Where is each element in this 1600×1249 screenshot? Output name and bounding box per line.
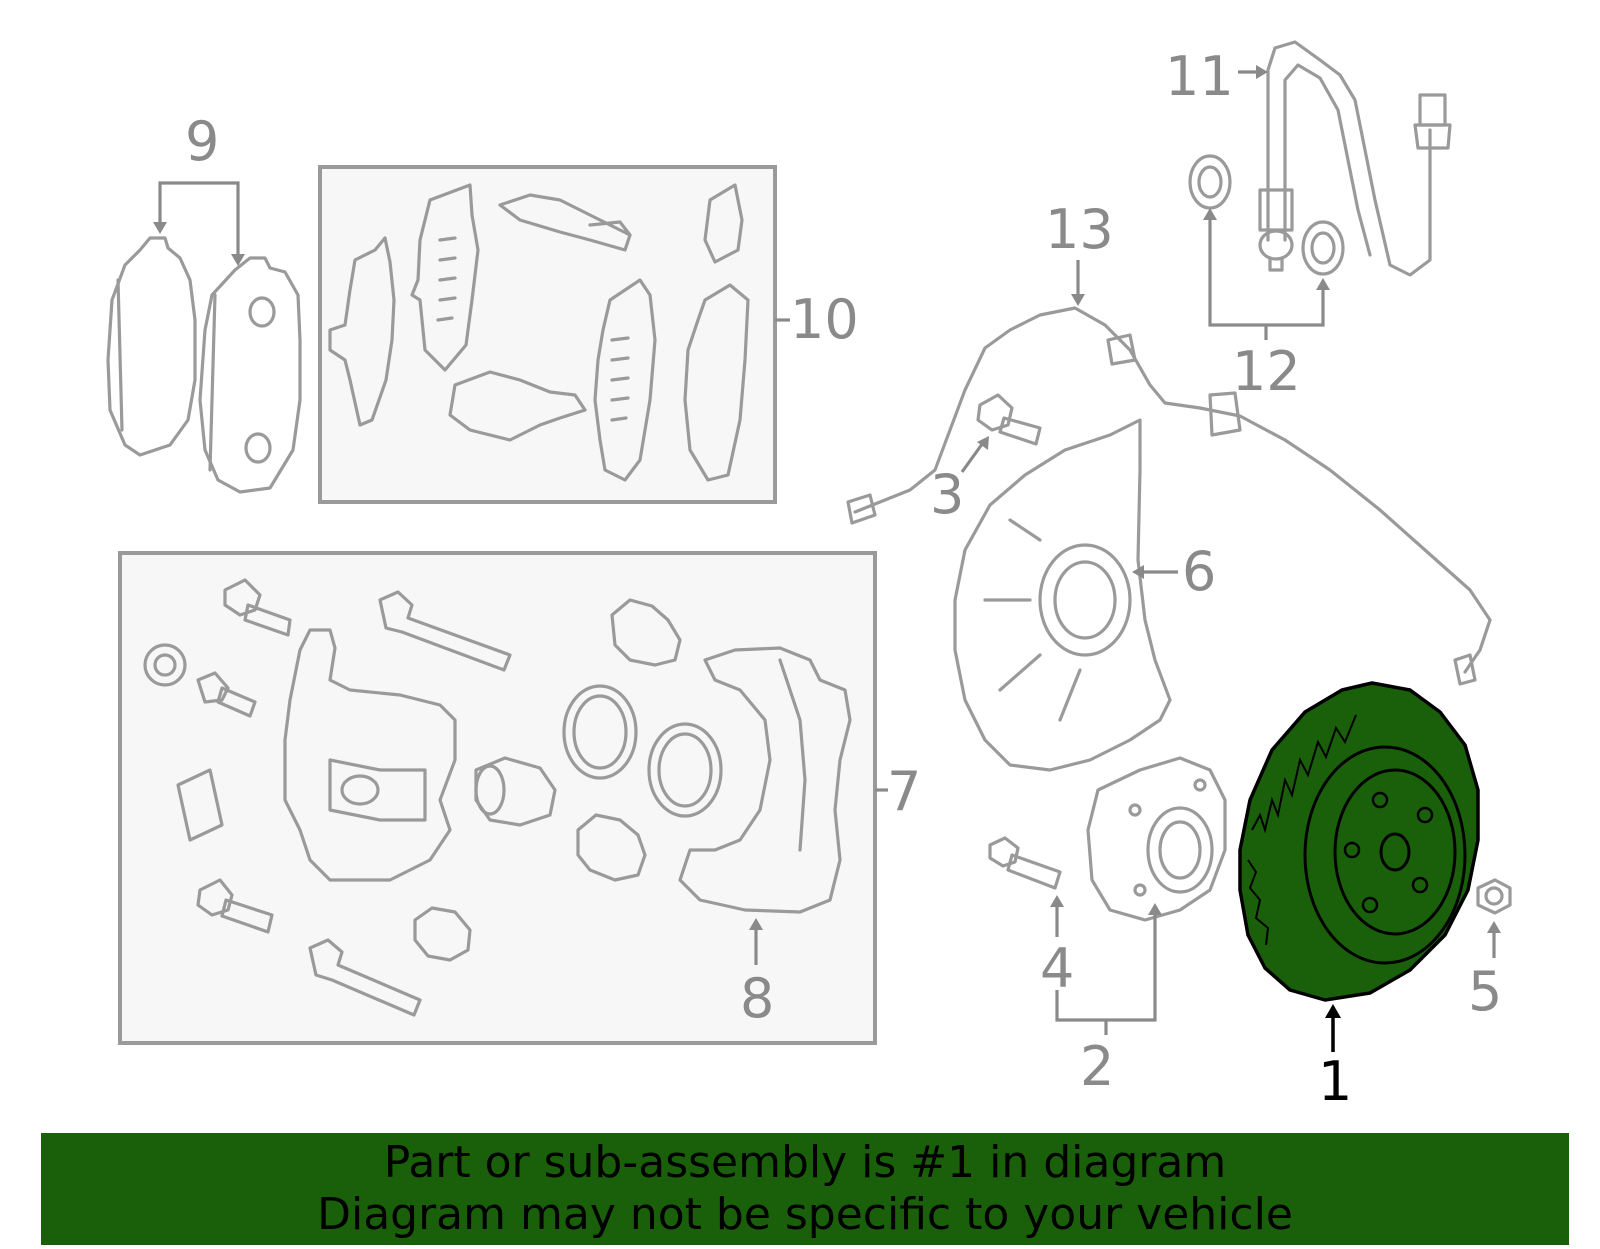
callout-11: 11 xyxy=(1165,45,1234,108)
callout-5: 5 xyxy=(1468,960,1502,1023)
callout-8: 8 xyxy=(740,967,774,1030)
part-11-brake-hose[interactable] xyxy=(1258,40,1452,277)
callout-9: 9 xyxy=(185,110,219,173)
callout-6: 6 xyxy=(1182,540,1216,603)
callout-13: 13 xyxy=(1045,198,1114,261)
hardware-kit-box[interactable] xyxy=(318,165,777,504)
callout-1: 1 xyxy=(1318,1050,1352,1113)
part-6-splash-shield[interactable] xyxy=(953,418,1172,772)
part-3-bolt[interactable] xyxy=(976,393,1042,446)
part-2-hub-bearing[interactable] xyxy=(1086,756,1227,922)
part-4-wheel-stud[interactable] xyxy=(988,836,1062,890)
callout-2: 2 xyxy=(1080,1035,1114,1098)
info-banner: Part or sub-assembly is #1 in diagram Di… xyxy=(41,1133,1569,1245)
callout-7: 7 xyxy=(887,760,921,823)
part-12-washers[interactable] xyxy=(1188,154,1345,276)
caliper-kit-box[interactable] xyxy=(118,551,877,1045)
part-1-brake-rotor[interactable] xyxy=(1238,681,1480,1002)
callout-10: 10 xyxy=(790,288,859,351)
banner-line-1: Part or sub-assembly is #1 in diagram xyxy=(383,1137,1227,1188)
part-5-lug-nut[interactable] xyxy=(1476,878,1512,915)
part-9-brake-pads[interactable] xyxy=(106,236,302,494)
callout-4: 4 xyxy=(1040,937,1074,1000)
part-13-abs-sensor-wire[interactable] xyxy=(846,306,1492,686)
callout-12: 12 xyxy=(1232,340,1301,403)
callout-3: 3 xyxy=(930,463,964,526)
banner-line-2: Diagram may not be specific to your vehi… xyxy=(317,1189,1293,1240)
